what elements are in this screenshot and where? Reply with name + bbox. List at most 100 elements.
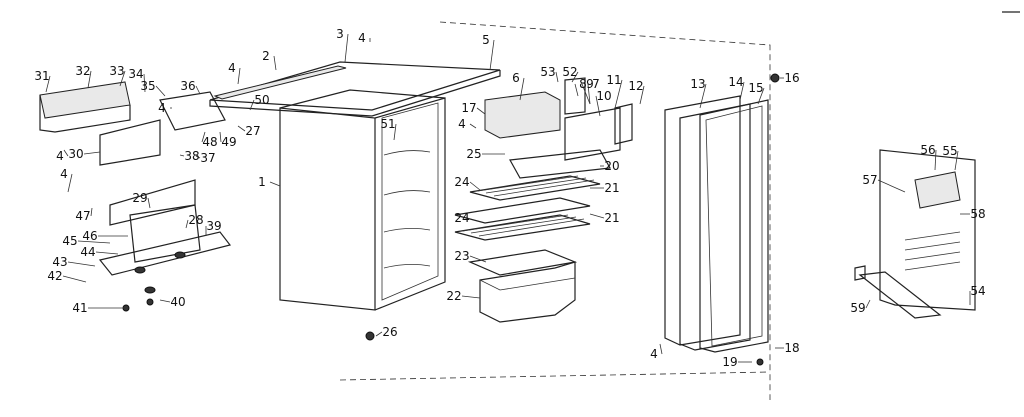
part-label-56: 56 (920, 143, 935, 157)
part-label-53: 53 (540, 65, 555, 79)
part-label-10: 10 (596, 89, 611, 103)
part-label-54: 54 (970, 284, 985, 298)
leader-line-44 (95, 251, 119, 255)
leader-line-4-1 (469, 123, 477, 129)
part-label-44: 44 (80, 245, 95, 259)
part-label-36: 36 (180, 79, 195, 93)
part-label-4-4: 4 (650, 347, 658, 361)
part-label-39: 39 (206, 219, 221, 233)
leader-line-37 (195, 155, 201, 159)
control-assembly (39, 81, 232, 294)
part-label-59: 59 (850, 301, 865, 315)
part-label-26: 26 (382, 325, 397, 339)
leader-line-36 (195, 85, 201, 95)
leader-line-1 (269, 181, 281, 187)
part-label-34: 34 (128, 67, 143, 81)
wire-shelves (454, 175, 601, 241)
rear-panel (854, 149, 976, 319)
leader-line-47 (90, 207, 93, 217)
top-cover (209, 61, 501, 117)
leader-line-12 (639, 85, 645, 105)
leader-line-53 (555, 71, 559, 83)
dashed-boundary (439, 21, 771, 400)
part-label-32: 32 (75, 64, 90, 78)
part-label-22: 22 (446, 289, 461, 303)
part-label-7: 7 (592, 77, 600, 91)
leader-lines (45, 33, 971, 363)
part-label-17: 17 (461, 101, 476, 115)
leader-line-9 (581, 83, 591, 105)
part-label-41: 41 (72, 301, 87, 315)
part-label-42: 42 (47, 269, 62, 283)
leader-line-50 (249, 99, 255, 111)
leader-line-27 (237, 125, 246, 132)
part-label-24: 24 (454, 175, 469, 189)
freezer-compartment (484, 77, 633, 179)
leader-line-31 (45, 75, 51, 93)
part-label-27: 27 (245, 124, 260, 138)
dashed-baseline (339, 371, 771, 381)
leader-line-52 (571, 71, 579, 83)
leader-line-32 (87, 70, 92, 89)
part-label-15: 15 (748, 81, 763, 95)
part-label-21-6: 21 (604, 211, 619, 225)
part-label-50: 50 (254, 93, 269, 107)
leader-line-23 (469, 255, 487, 263)
part-label-55: 55 (942, 144, 957, 158)
part-label-9: 9 (586, 77, 594, 91)
leader-line-29 (147, 197, 151, 209)
leader-line-4-4 (659, 343, 663, 355)
part-label-21: 21 (604, 181, 619, 195)
leader-line-3 (344, 33, 349, 63)
leader-line-51 (393, 123, 397, 141)
leader-line-56 (934, 149, 937, 171)
leader-line-43 (67, 261, 96, 267)
part-label-58: 58 (970, 207, 985, 221)
leader-line-7 (587, 83, 591, 105)
leader-line-55 (954, 150, 959, 171)
part-label-4-1: 4 (458, 117, 466, 131)
part-label-43: 43 (52, 255, 67, 269)
part-label-46: 46 (82, 229, 97, 243)
door-assembly (664, 95, 769, 353)
leader-line-15 (757, 87, 765, 105)
part-label-19: 19 (722, 355, 737, 369)
part-label-4: 4 (358, 31, 366, 45)
leader-line-24 (469, 181, 481, 191)
part-label-20: 20 (604, 159, 619, 173)
leader-line-59 (865, 299, 871, 309)
leader-line-8 (574, 83, 579, 97)
part-label-24-5: 24 (454, 211, 469, 225)
leader-line-11 (614, 79, 623, 109)
leader-line-4-2 (63, 149, 69, 157)
part-label-12: 12 (628, 79, 643, 93)
leader-line-28 (185, 219, 189, 229)
part-label-51: 51 (380, 117, 395, 131)
leader-line-4-3 (67, 173, 73, 193)
part-label-33: 33 (109, 64, 124, 78)
leader-line-48 (201, 131, 206, 143)
leader-line-30 (83, 151, 101, 155)
leader-line-17 (476, 107, 486, 115)
part-label-16: 16 (784, 71, 799, 85)
part-label-14: 14 (728, 75, 743, 89)
leader-line-40 (159, 299, 171, 303)
leader-line-6 (519, 77, 525, 101)
leader-line-2 (273, 55, 277, 71)
leader-line-57 (877, 179, 906, 193)
part-label-38: 38 (184, 149, 199, 163)
part-label-3: 3 (336, 27, 344, 41)
part-label-29: 29 (132, 191, 147, 205)
crisper-drawer (467, 249, 578, 323)
leader-line-35 (155, 85, 166, 97)
part-label-4-7: 4 (158, 101, 166, 115)
leader-line-10 (595, 95, 601, 117)
part-label-31: 31 (34, 69, 49, 83)
part-label-4-3: 4 (60, 167, 68, 181)
part-label-57: 57 (862, 173, 877, 187)
part-label-6: 6 (512, 71, 520, 85)
part-label-8: 8 (579, 77, 587, 91)
part-label-48: 48 (202, 135, 217, 149)
leader-line-22 (461, 295, 481, 299)
